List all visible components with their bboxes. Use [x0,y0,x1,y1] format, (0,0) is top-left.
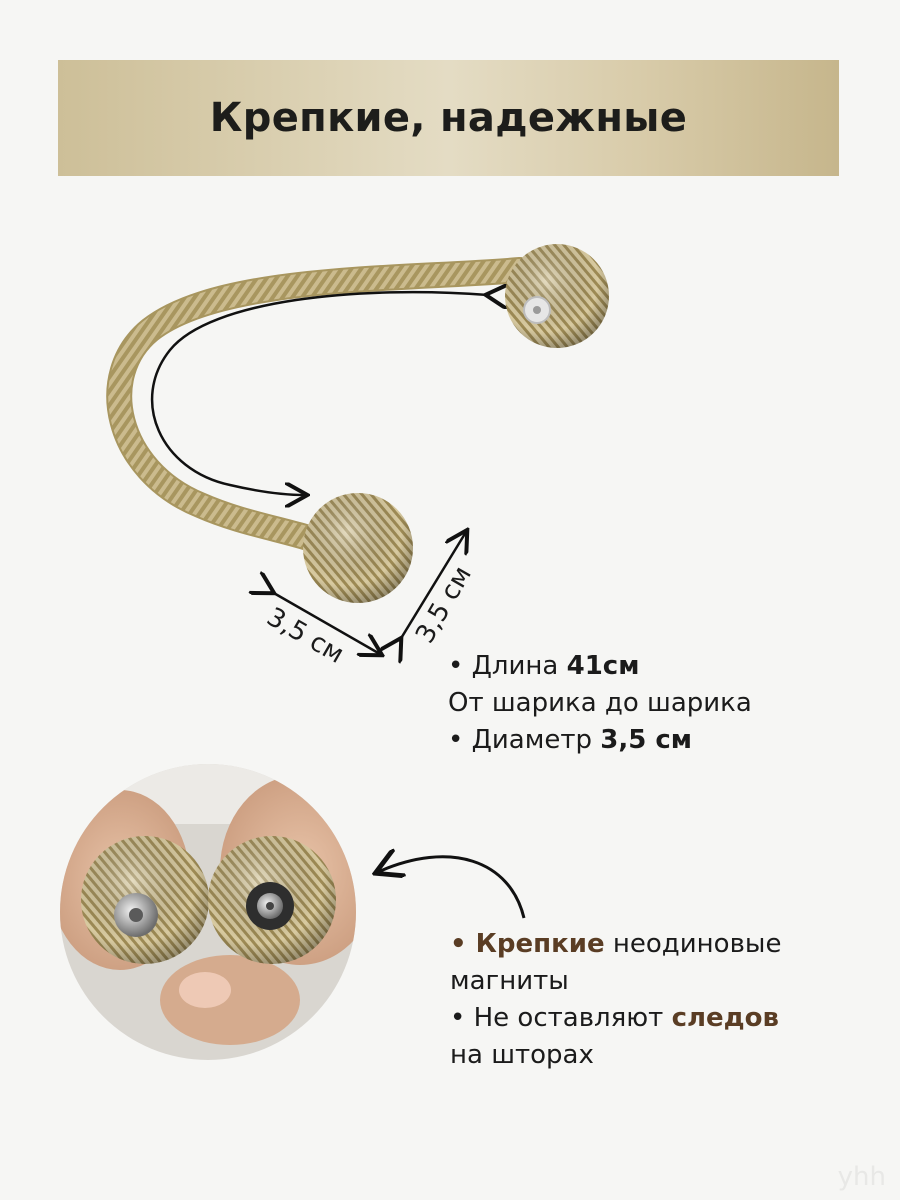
title-banner: Крепкие, надежные [58,60,839,176]
photo-pointer-arrow [378,857,526,919]
length-arrow [150,292,488,495]
diameter-value: 3,5 см [600,725,693,755]
height-dimension-arrow [400,532,466,640]
diameter-line: • Диаметр 3,5 см [448,722,752,759]
length-value: 41см [566,651,640,681]
length-note: От шарика до шарика [448,688,752,718]
diameter-prefix: • Диаметр [448,725,601,755]
length-line: • Длина 41см [448,648,752,685]
magnet-line3-accent: следов [671,1003,779,1033]
magnet-line-2: магниты [450,966,569,996]
banner-title: Крепкие, надежные [209,95,688,141]
magnets-text: • Крепкие неодиновые магниты • Не оставл… [450,926,781,1074]
magnet-line3-prefix: • Не оставляют [450,1003,672,1033]
magnet-line1-rest: неодиновые [604,929,782,959]
magnet-photo [60,764,356,1060]
width-dimension-arrow [272,592,380,654]
magnet-line-3: • Не оставляют следов [450,1000,781,1037]
magnet-bullet: • [450,929,476,959]
bottom-ball [303,493,413,603]
top-ball [505,244,609,348]
magnet-line-4: на шторах [450,1040,594,1070]
watermark: yhh [837,1162,886,1192]
length-prefix: • Длина [448,651,567,681]
specs-text: • Длина 41см От шарика до шарика • Диаме… [448,648,752,759]
magnet-strong-word: Крепкие [475,929,605,959]
magnet-line-1: • Крепкие неодиновые [450,926,781,963]
